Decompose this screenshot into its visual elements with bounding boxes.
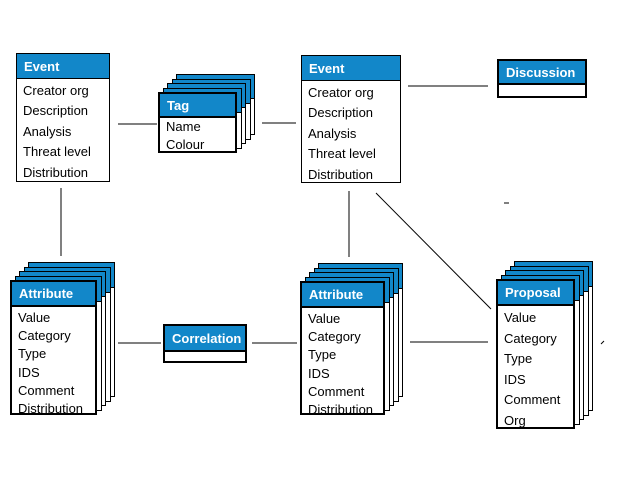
entity-card-correlation: Correlation [163, 324, 247, 363]
entity-fields: Name Colour [160, 118, 235, 154]
entity-field: Category [504, 330, 557, 346]
entity-field: Analysis [23, 123, 72, 139]
entity-field: IDS [504, 371, 526, 387]
entity-card-proposal: Proposal Value Category Type IDS Comment… [496, 279, 575, 429]
entity-field: Threat level [308, 146, 376, 162]
entity-field: Category [308, 329, 361, 345]
entity-field: Description [23, 103, 89, 119]
entity-card-attribute-left: Attribute Value Category Type IDS Commen… [10, 280, 97, 418]
entity-field: Distribution [308, 402, 374, 418]
entity-field: Value [308, 311, 341, 326]
entity-field: Creator org [23, 83, 89, 98]
stray-tick [600, 340, 605, 345]
entity-field: Value [18, 310, 51, 325]
entity-title: Proposal [498, 281, 573, 306]
entity-field: IDS [18, 364, 40, 380]
entity-title: Tag [160, 94, 235, 118]
entity-field: Description [308, 105, 374, 121]
entity-card-event-left: Event Creator org Description Analysis T… [16, 53, 110, 182]
entity-fields: Creator org Description Analysis Threat … [17, 79, 109, 183]
entity-title: Correlation [165, 326, 245, 352]
entity-field: Comment [308, 383, 365, 399]
entity-field: Name [166, 119, 201, 134]
entity-fields: Value Category Type IDS Comment Distribu… [12, 307, 95, 418]
entity-card-discussion: Discussion [497, 59, 587, 98]
entity-field: Comment [18, 382, 75, 398]
entity-card-event-right: Event Creator org Description Analysis T… [301, 55, 401, 183]
entity-title: Discussion [499, 61, 585, 85]
entity-field: Creator org [308, 85, 374, 100]
entity-field: Org [504, 412, 526, 428]
entity-title: Attribute [12, 282, 95, 307]
entity-field: Distribution [18, 401, 84, 417]
entity-fields: Value Category Type IDS Comment Distribu… [302, 308, 383, 419]
entity-field: Threat level [23, 144, 91, 160]
entity-title: Event [302, 56, 400, 81]
entity-fields: Value Category Type IDS Comment Org [498, 306, 573, 432]
entity-field: Analysis [308, 125, 357, 141]
entity-card-tag: Tag Name Colour [158, 92, 237, 153]
entity-field: Value [504, 310, 537, 325]
entity-fields: Creator org Description Analysis Threat … [302, 81, 400, 185]
entity-field: Colour [166, 137, 205, 153]
entity-card-attribute-center: Attribute Value Category Type IDS Commen… [300, 281, 385, 417]
entity-field: Distribution [308, 166, 374, 182]
entity-field: Comment [504, 392, 561, 408]
entity-title: Event [17, 54, 109, 79]
entity-field: IDS [308, 365, 330, 381]
entity-field: Category [18, 328, 71, 344]
entity-field: Distribution [23, 164, 89, 180]
entity-field: Type [18, 346, 47, 362]
entity-field: Type [504, 351, 533, 367]
entity-field: Type [308, 347, 337, 363]
entity-title: Attribute [302, 283, 383, 308]
